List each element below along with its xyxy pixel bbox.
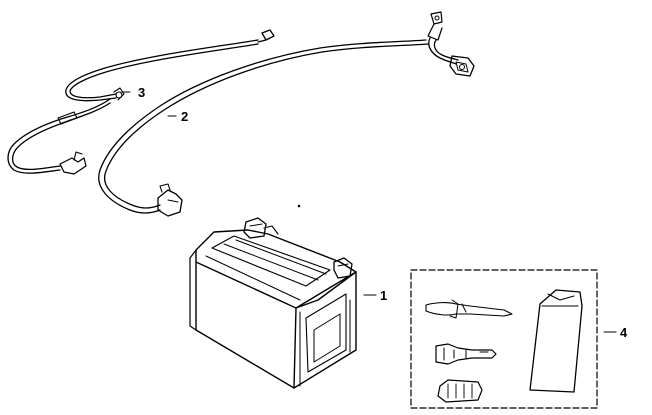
- battery: [189, 217, 357, 389]
- tool-kit: [410, 269, 598, 409]
- callout-4: 4: [620, 325, 628, 340]
- screwdriver-icon: [425, 299, 513, 319]
- callout-1: 1: [380, 288, 387, 303]
- callout-3: 3: [138, 85, 145, 100]
- cable-short: [7, 29, 275, 175]
- callout-2: 2: [181, 109, 188, 124]
- tool-bag-icon: [529, 289, 583, 393]
- wrench-icon: [435, 343, 497, 365]
- grip-icon: [437, 379, 483, 403]
- cable-long: [98, 11, 475, 217]
- leader-lines: [121, 91, 617, 333]
